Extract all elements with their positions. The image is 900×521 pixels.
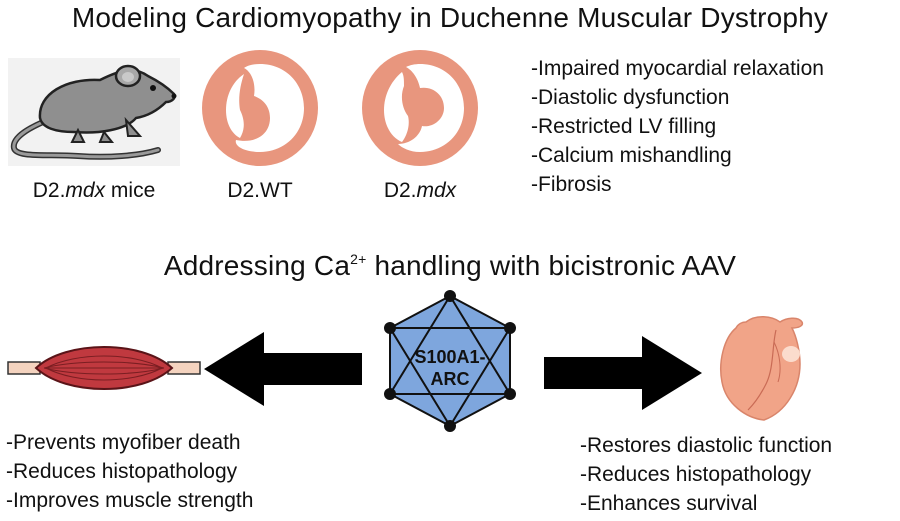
bottom-title: Addressing Ca2+ handling with bicistroni… <box>0 252 900 280</box>
left-arrow-icon <box>204 332 362 406</box>
list-item: -Restores diastolic function <box>580 434 833 457</box>
list-item: -Enhances survival <box>580 492 758 515</box>
list-item: -Prevents myofiber death <box>6 431 241 454</box>
list-item: -Reduces histopathology <box>6 460 238 483</box>
list-item: -Diastolic dysfunction <box>531 86 730 109</box>
list-item: -Fibrosis <box>531 173 612 196</box>
vector-label-line2: ARC <box>430 369 470 389</box>
right-arrow-icon <box>544 336 702 410</box>
skeletal-muscle-icon <box>7 346 201 390</box>
top-title: Modeling Cardiomyopathy in Duchenne Musc… <box>71 2 829 33</box>
aav-capsid-icon <box>384 290 516 432</box>
vector-label: S100A1- ARC <box>380 346 520 390</box>
list-item: -Impaired myocardial relaxation <box>531 57 824 80</box>
heart-section-mdx-icon <box>362 50 478 166</box>
heart-section-wt-icon <box>202 50 318 166</box>
list-item: -Calcium mishandling <box>531 144 732 167</box>
wt-caption: D2.WT <box>227 179 293 202</box>
muscle-effects-list: -Prevents myofiber death -Reduces histop… <box>6 428 253 515</box>
mouse-icon <box>10 64 177 160</box>
vector-label-line1: S100A1- <box>414 347 486 367</box>
list-item: -Improves muscle strength <box>6 489 254 512</box>
phenotype-list: -Impaired myocardial relaxation -Diastol… <box>531 54 824 199</box>
mice-caption: D2.mdx mice <box>32 179 156 202</box>
heart-effects-list: -Restores diastolic function -Reduces hi… <box>580 431 832 518</box>
list-item: -Reduces histopathology <box>580 463 812 486</box>
bottom-title-superscript: 2+ <box>350 251 367 267</box>
list-item: -Restricted LV filling <box>531 115 717 138</box>
mdx-caption: D2.mdx <box>383 179 457 202</box>
bottom-title-suffix: handling with bicistronic AAV <box>366 250 737 281</box>
bottom-title-prefix: Addressing Ca <box>163 250 351 281</box>
heart-icon <box>720 316 804 421</box>
